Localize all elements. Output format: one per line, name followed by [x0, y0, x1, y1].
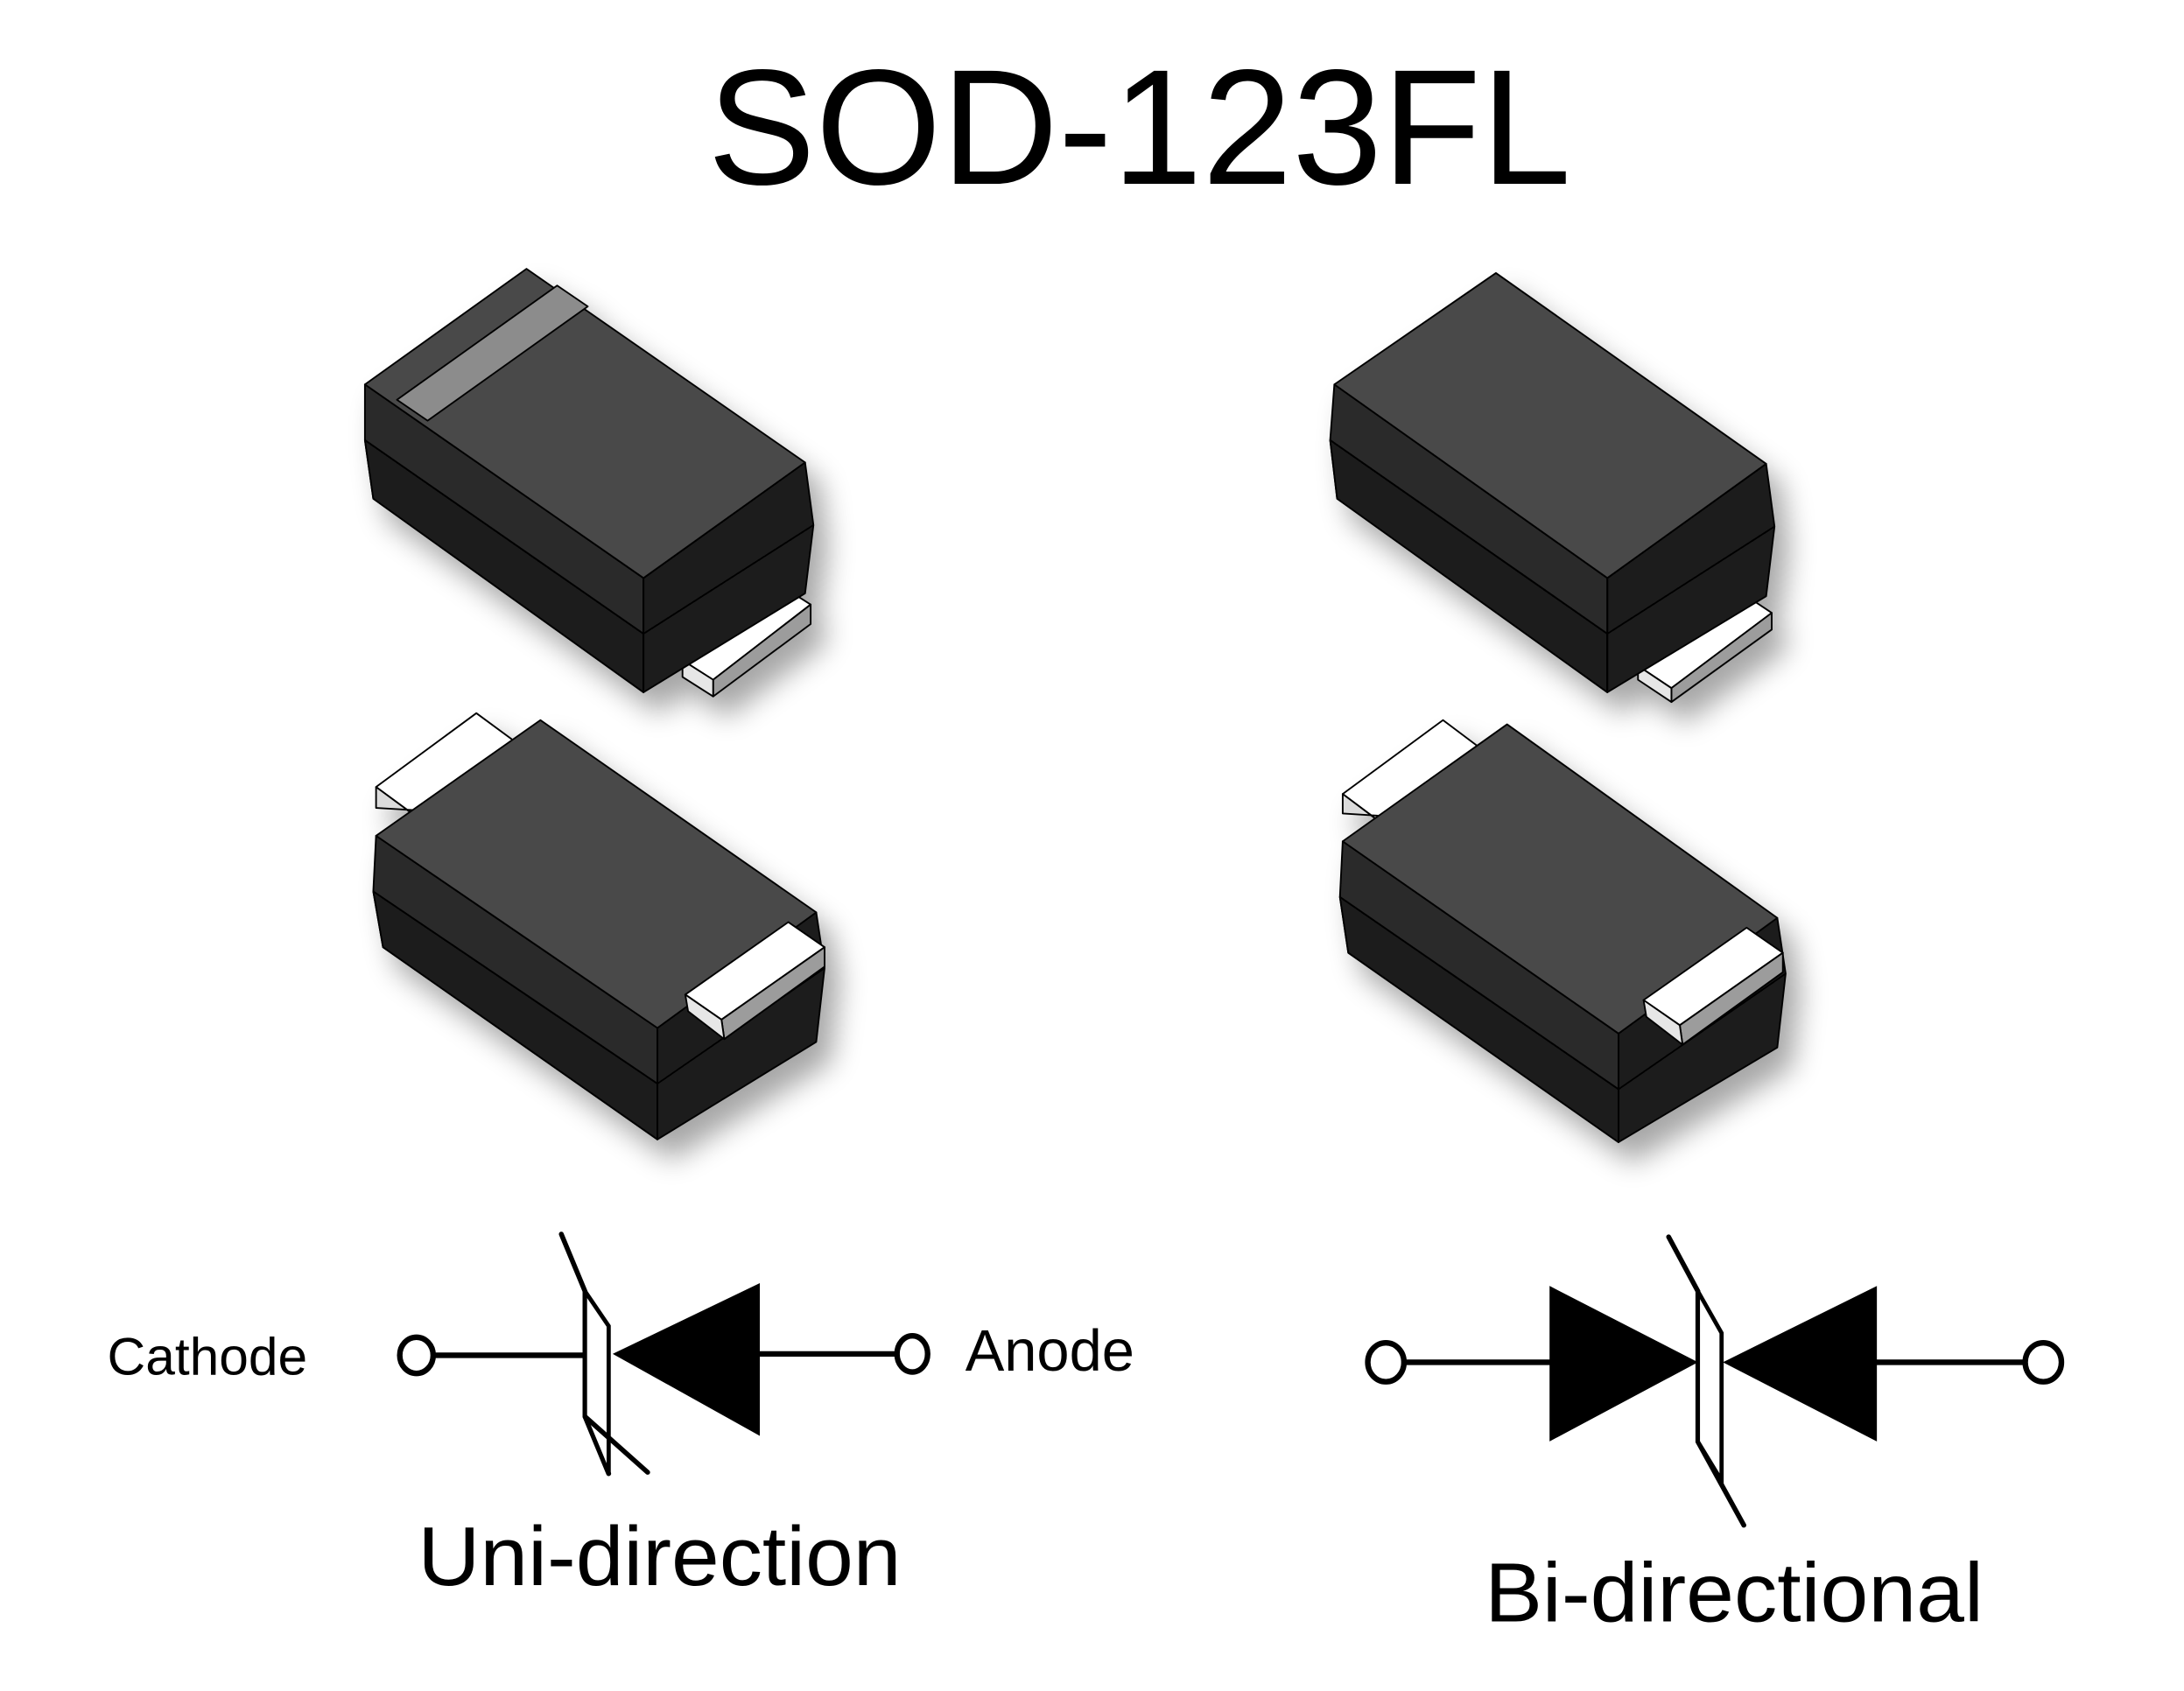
diode-triangle-left-icon [1723, 1286, 1878, 1442]
terminal-left-icon [1365, 1339, 1408, 1385]
unidirectional-package-bottom [372, 712, 825, 1140]
diode-triangle-right-icon [1549, 1286, 1698, 1442]
bidirectional-package-bottom [1338, 719, 1787, 1143]
unidirectional-package-top [363, 268, 815, 698]
page-title: SOD-123FL [707, 35, 1571, 219]
bidirectional-caption: Bi-directional [1485, 1547, 1984, 1639]
bidirectional-tvs-symbol [1365, 1234, 2065, 1528]
bidirectional-package-top [1329, 271, 1776, 704]
unidirectional-tvs-symbol [397, 1231, 930, 1477]
diode-triangle-icon [612, 1283, 760, 1436]
cathode-band [396, 284, 589, 422]
anode-label: Anode [966, 1319, 1134, 1384]
terminal-right-icon [2022, 1339, 2065, 1385]
unidirectional-caption: Uni-direction [418, 1511, 901, 1603]
anode-terminal-icon [894, 1333, 930, 1375]
cathode-terminal-icon [397, 1334, 437, 1377]
cathode-label: Cathode [108, 1327, 308, 1386]
